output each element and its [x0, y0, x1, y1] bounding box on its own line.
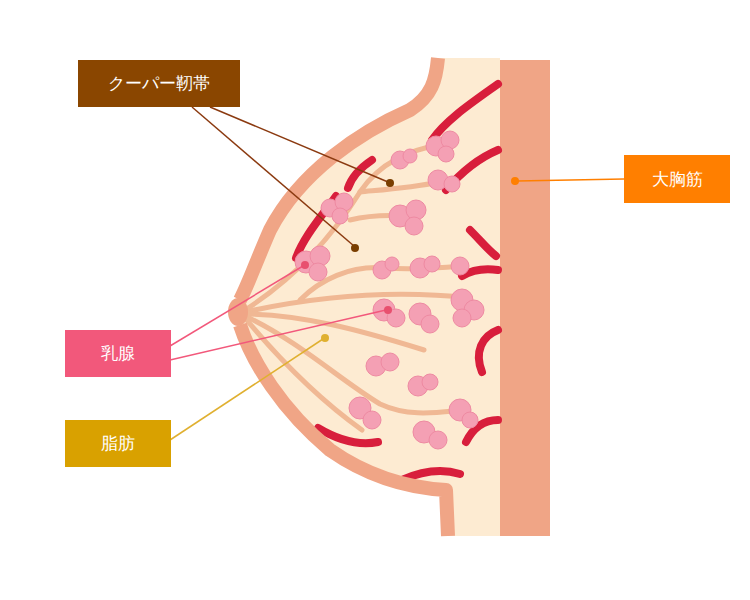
lobule-part — [451, 257, 469, 275]
leader-line — [192, 107, 354, 246]
lobule-part — [332, 208, 348, 224]
lobule — [428, 170, 460, 192]
leader-line — [517, 179, 624, 181]
lobule-part — [381, 353, 399, 371]
lobule-part — [444, 176, 460, 192]
label-text: 乳腺 — [101, 343, 135, 363]
label-text-wrap: 脂肪 — [101, 433, 135, 453]
lobule-part — [421, 315, 439, 333]
label-text-wrap: 乳腺 — [101, 343, 135, 363]
muscle-label: 大胸筋 — [624, 155, 730, 203]
lobules — [295, 131, 484, 449]
leader-dot — [386, 179, 394, 187]
lobule-part — [363, 411, 381, 429]
pectoral-muscle — [500, 60, 550, 536]
vessel — [470, 230, 496, 256]
label-text: 脂肪 — [101, 433, 135, 453]
label-text-wrap: 大胸筋 — [652, 169, 703, 189]
lobule — [295, 246, 330, 281]
lobule — [373, 257, 399, 279]
nipple — [228, 298, 248, 326]
lobule — [366, 353, 399, 376]
lobule — [389, 200, 426, 235]
lobule — [409, 303, 439, 333]
lobule — [451, 257, 469, 275]
lobule-part — [309, 263, 327, 281]
duct — [360, 182, 440, 192]
lobule — [449, 399, 478, 428]
label-text-wrap: クーパー靭帯 — [108, 73, 210, 93]
leaders — [170, 107, 624, 440]
skin-outline — [240, 58, 448, 536]
fat-label: 脂肪 — [65, 420, 171, 467]
lobule-part — [405, 217, 423, 235]
lobule-part — [422, 374, 438, 390]
lobule — [426, 131, 459, 162]
lobule — [413, 421, 447, 449]
duct — [245, 294, 470, 312]
leader-dot — [384, 306, 392, 314]
lobule-part — [438, 146, 454, 162]
lobule-part — [429, 431, 447, 449]
lobule — [373, 299, 405, 327]
leader-dot — [511, 177, 519, 185]
breast-fill — [240, 58, 500, 536]
label-text: 大胸筋 — [652, 169, 703, 189]
ligament-label: クーパー靭帯 — [78, 60, 240, 107]
leader-dot — [321, 334, 329, 342]
lobule-part — [424, 256, 440, 272]
leader-dot — [301, 261, 309, 269]
lobule — [451, 289, 484, 327]
lobule-part — [403, 149, 417, 163]
leader-line — [170, 339, 323, 440]
lobule — [321, 193, 353, 224]
leader-dot — [351, 244, 359, 252]
vessel — [432, 84, 498, 140]
lobule-part — [385, 257, 399, 271]
gland-label: 乳腺 — [65, 330, 171, 377]
lobule — [410, 256, 440, 278]
lobule-part — [462, 412, 478, 428]
lobule — [391, 149, 417, 169]
blood-vessels — [296, 84, 498, 480]
lobule-part — [453, 309, 471, 327]
leader-line — [170, 310, 386, 360]
vessel — [479, 330, 498, 372]
lobule — [349, 397, 381, 429]
lobule — [408, 374, 438, 396]
label-text: クーパー靭帯 — [108, 73, 210, 93]
